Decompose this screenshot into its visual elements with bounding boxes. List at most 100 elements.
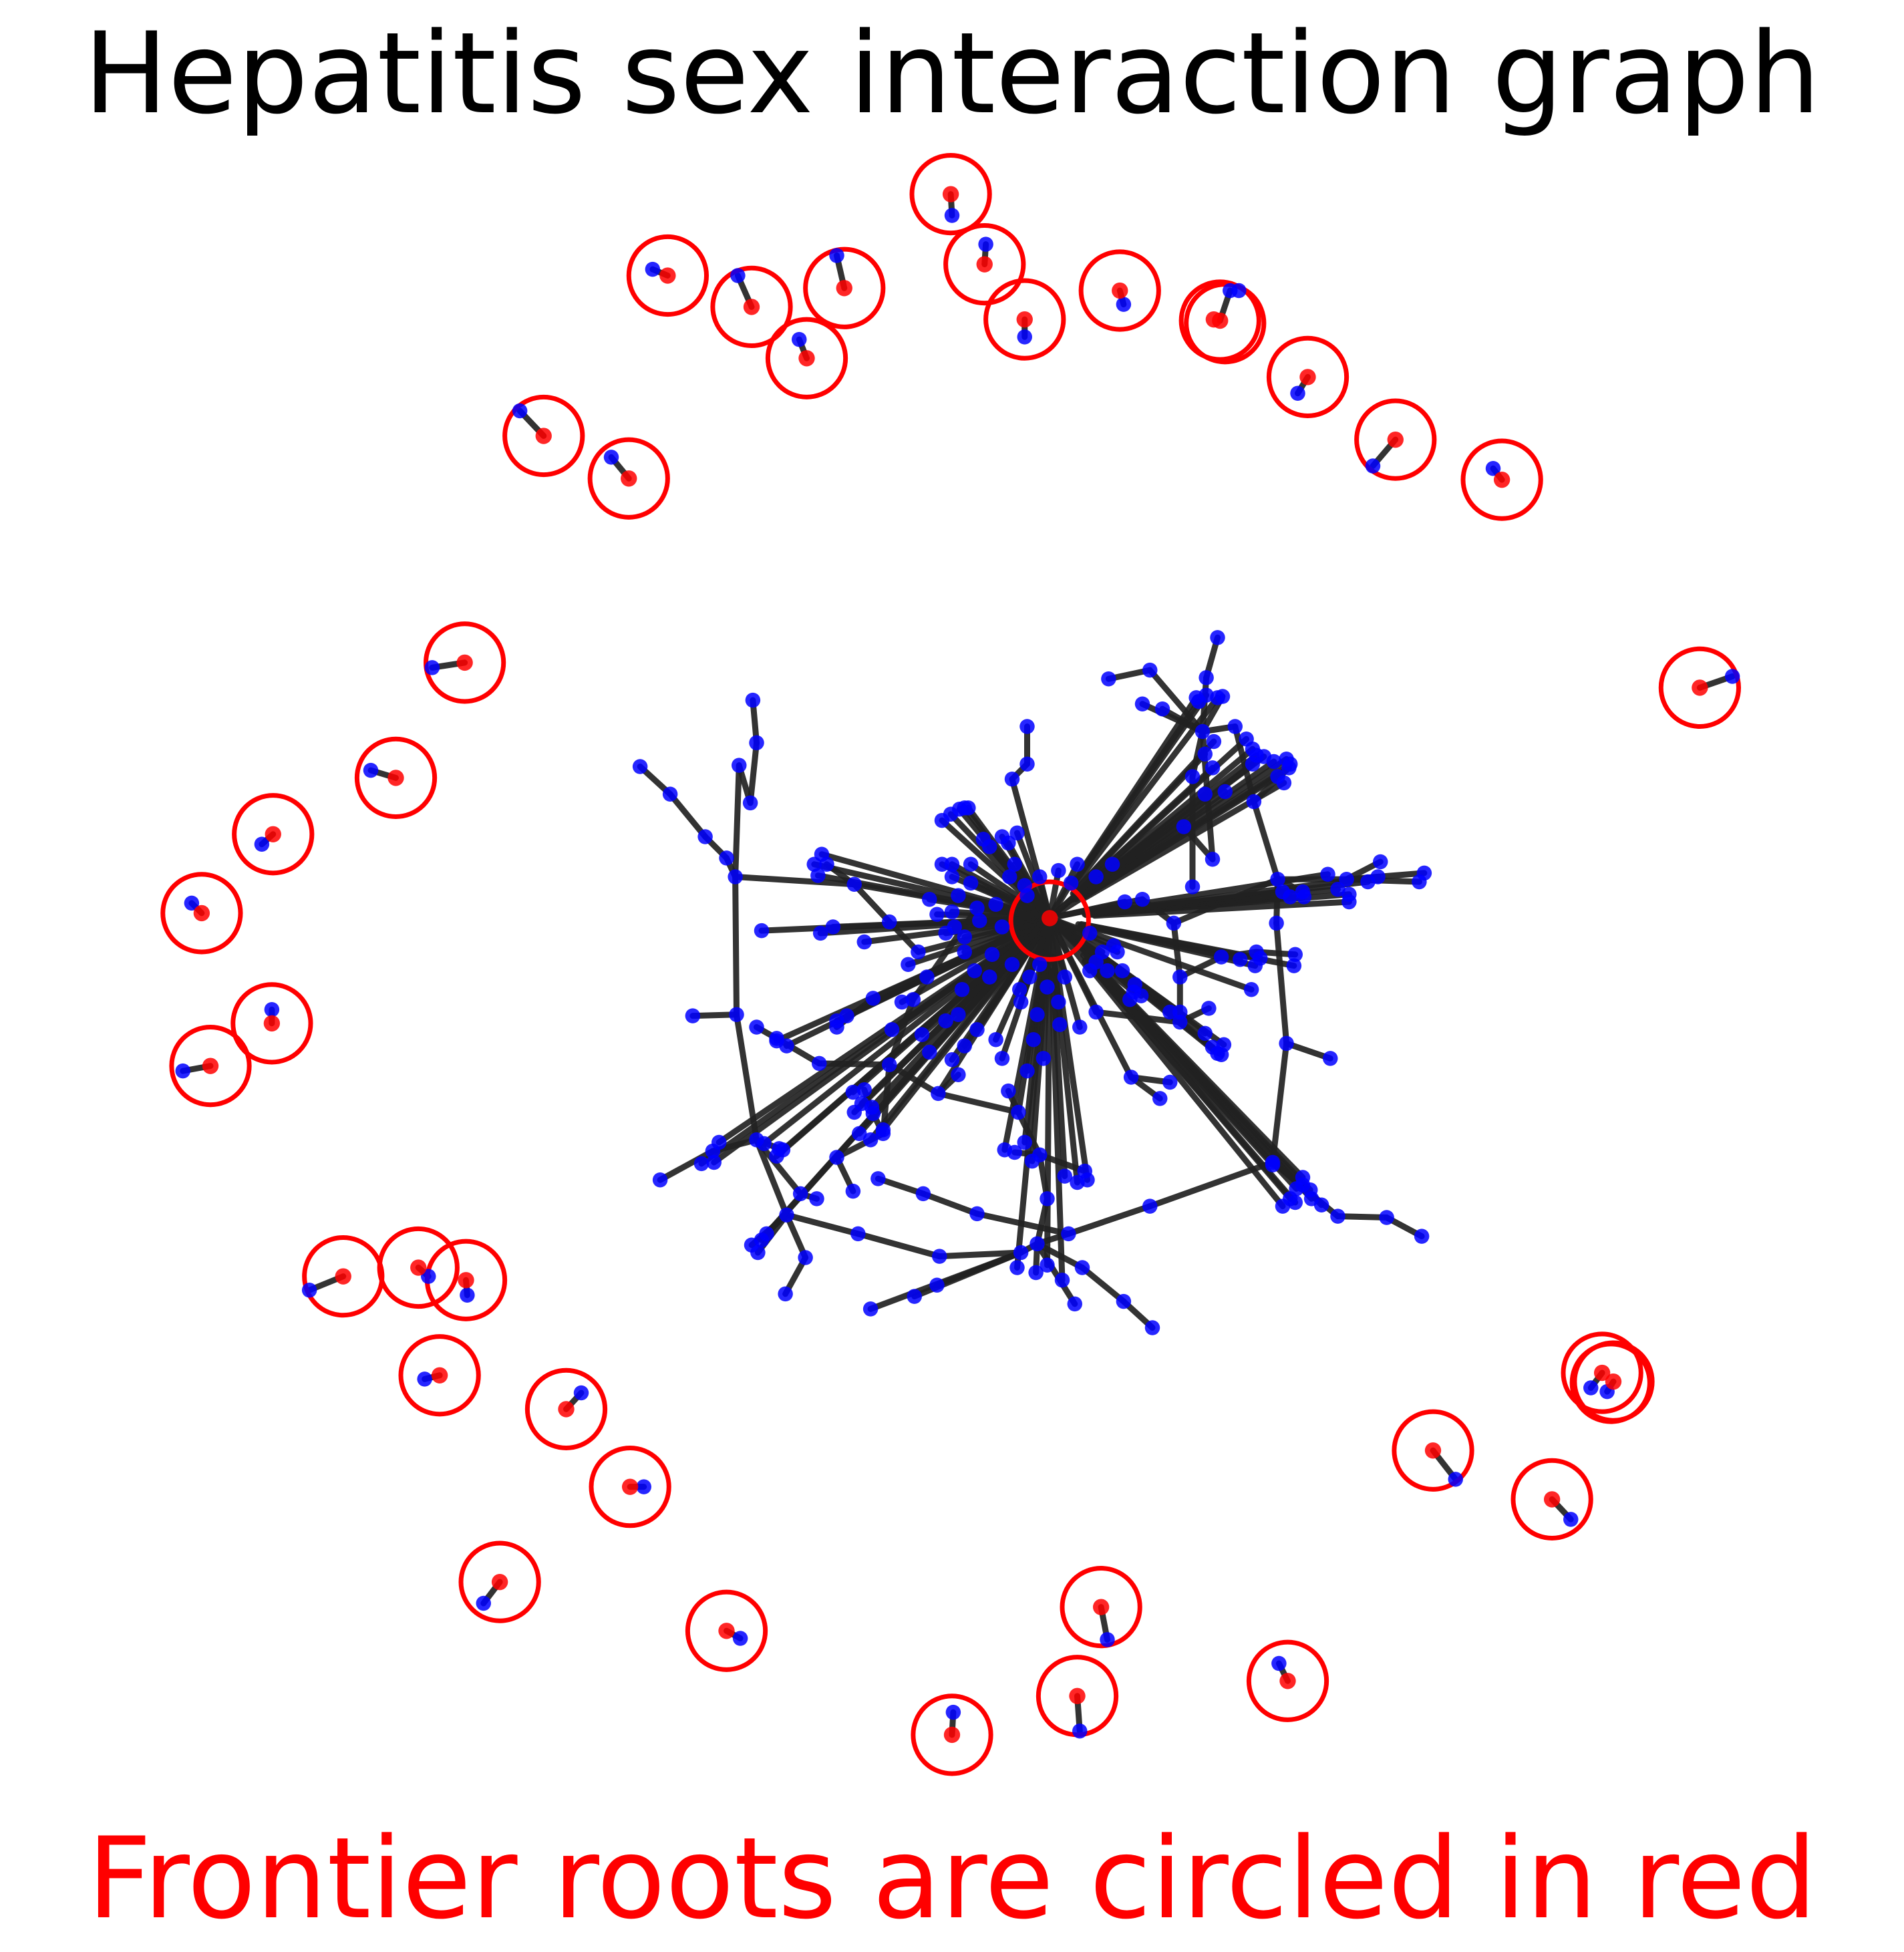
graph-node bbox=[1199, 670, 1214, 685]
graph-node bbox=[1116, 1293, 1132, 1309]
graph-node bbox=[945, 1704, 961, 1720]
graph-edge bbox=[880, 947, 1028, 1133]
graph-node bbox=[711, 1134, 727, 1150]
graph-edge bbox=[1077, 925, 1255, 993]
graph-node bbox=[1275, 1198, 1291, 1214]
graph-node bbox=[1330, 882, 1345, 897]
graph-node bbox=[1283, 756, 1298, 772]
graph-node bbox=[779, 1207, 794, 1223]
graph-node bbox=[911, 944, 926, 960]
graph-node bbox=[1265, 1157, 1281, 1172]
frontier-root-circle bbox=[1569, 1341, 1652, 1424]
graph-node bbox=[957, 944, 972, 960]
graph-edge bbox=[905, 922, 1032, 968]
graph-edge bbox=[732, 762, 742, 880]
graph-node bbox=[1201, 1001, 1217, 1016]
frontier-root-circle bbox=[803, 247, 886, 329]
graph-node bbox=[1205, 852, 1221, 867]
graph-edge bbox=[784, 1212, 861, 1237]
graph-edge bbox=[1068, 694, 1200, 888]
graph-node bbox=[184, 895, 200, 911]
graph-node bbox=[1100, 1632, 1115, 1647]
graph-node bbox=[1009, 1260, 1025, 1275]
graph-node bbox=[636, 1479, 651, 1494]
frontier-root-node bbox=[976, 256, 993, 273]
graph-edge bbox=[1044, 967, 1053, 1269]
graph-node bbox=[1184, 769, 1201, 784]
graph-node bbox=[954, 982, 970, 997]
graph-node bbox=[951, 1007, 966, 1022]
graph-node bbox=[1246, 794, 1262, 810]
graph-node bbox=[1088, 869, 1104, 884]
frontier-root-node bbox=[1299, 369, 1316, 385]
graph-node bbox=[1116, 297, 1132, 312]
graph-edge bbox=[854, 1231, 943, 1260]
graph-node bbox=[1100, 963, 1115, 979]
graph-node bbox=[254, 836, 270, 852]
nodes-layer bbox=[175, 186, 1740, 1744]
graph-node bbox=[512, 403, 528, 419]
graph-node bbox=[919, 969, 935, 985]
frontier-root-node bbox=[1092, 1599, 1110, 1615]
frontier-root-circle bbox=[587, 437, 670, 520]
edges-layer bbox=[180, 191, 1736, 1738]
graph-node bbox=[1088, 954, 1104, 970]
graph-node bbox=[1287, 947, 1303, 962]
graph-node bbox=[603, 450, 619, 465]
graph-node bbox=[1117, 894, 1132, 910]
graph-node bbox=[875, 1122, 891, 1138]
graph-node bbox=[1063, 875, 1079, 891]
graph-node bbox=[1154, 701, 1170, 717]
graph-edge bbox=[1269, 1040, 1290, 1166]
graph-node bbox=[865, 991, 881, 1006]
graph-node bbox=[792, 1186, 808, 1202]
graph-node bbox=[963, 875, 979, 891]
graph-node bbox=[732, 758, 747, 773]
graph-node bbox=[732, 1631, 748, 1646]
graph-node bbox=[944, 856, 960, 872]
graph-node bbox=[750, 1245, 766, 1261]
graph-node bbox=[1144, 1320, 1160, 1335]
graph-node bbox=[1188, 690, 1204, 705]
graph-node bbox=[1032, 869, 1048, 884]
graph-node bbox=[1057, 969, 1072, 985]
graph-node bbox=[1072, 1724, 1088, 1739]
graph-node bbox=[756, 1136, 772, 1152]
graph-node bbox=[982, 969, 997, 985]
graph-edge bbox=[875, 1175, 927, 1197]
graph-node bbox=[825, 919, 841, 935]
graph-node bbox=[931, 1086, 946, 1102]
graph-node bbox=[645, 261, 661, 277]
graph-node bbox=[856, 934, 872, 950]
frontier-root-circle bbox=[458, 1540, 541, 1623]
graph-node bbox=[1013, 1245, 1029, 1261]
graph-node bbox=[1074, 1260, 1090, 1275]
graph-node bbox=[749, 735, 764, 751]
graph-node bbox=[706, 1154, 722, 1170]
graph-caption: Frontier roots are circled in red bbox=[87, 1813, 1817, 1944]
frontier-root-circle bbox=[160, 872, 243, 955]
graph-node bbox=[1341, 894, 1357, 910]
frontier-root-node bbox=[263, 1015, 281, 1032]
graph-edge bbox=[784, 1212, 809, 1261]
graph-edge bbox=[784, 934, 1013, 1049]
graph-node bbox=[778, 1286, 793, 1302]
graph-edge bbox=[911, 1249, 1024, 1300]
frontier-root-node bbox=[202, 1058, 219, 1074]
graph-node bbox=[812, 1055, 827, 1072]
graph-edge bbox=[1082, 958, 1286, 1210]
graph-node bbox=[1022, 969, 1038, 985]
graph-node bbox=[984, 947, 1000, 962]
graph-node bbox=[901, 957, 916, 972]
frontier-root-circle bbox=[909, 153, 992, 236]
graph-node bbox=[938, 1013, 953, 1029]
graph-node bbox=[745, 692, 761, 708]
frontier-root-circle bbox=[626, 234, 709, 317]
frontier-root-node bbox=[621, 470, 637, 487]
graph-node bbox=[1197, 746, 1213, 762]
graph-node bbox=[1172, 1004, 1188, 1020]
frontier-root-circle bbox=[1184, 282, 1267, 365]
graph-node bbox=[1320, 866, 1335, 882]
graph-node bbox=[1239, 731, 1254, 747]
graph-node bbox=[1176, 819, 1192, 834]
